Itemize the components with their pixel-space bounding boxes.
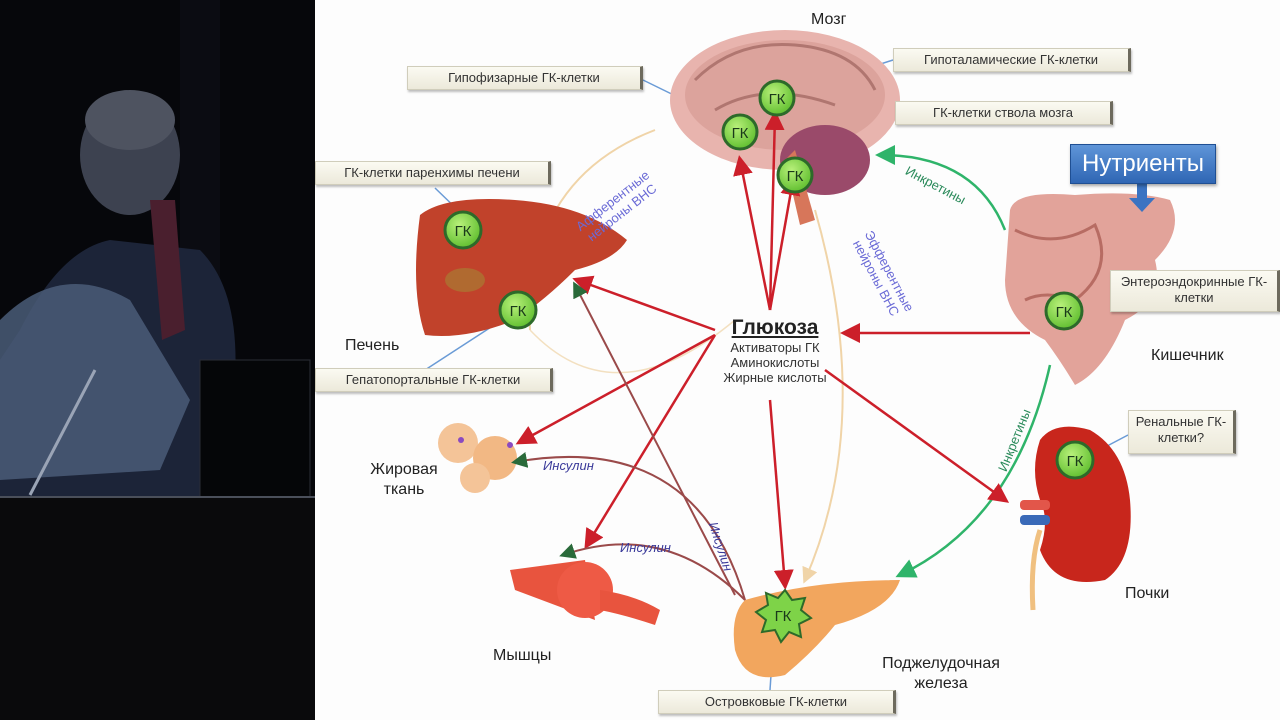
gk-badge-hepatoportal: ГК [498, 290, 538, 330]
gk-badge-text: ГК [1056, 304, 1073, 321]
nutrients-down-arrow [1129, 182, 1155, 212]
glucose-title: Глюкоза [731, 316, 819, 339]
center-line-amino-acids: Аминокислоты [730, 355, 820, 370]
label-adipose: Жировая ткань [370, 461, 438, 498]
efferent-neuron-arc [802, 209, 844, 584]
podium-laptop [199, 359, 311, 511]
slide: ГК ГК ГК ГК ГК ГК ГК ГК Мозг Печень Кише… [315, 0, 1280, 720]
insulin-arrows [511, 281, 746, 601]
gk-badge-text: ГК [769, 91, 786, 108]
gk-badge-pituitary: ГК [721, 113, 759, 151]
nutrients-box: Нутриенты [1070, 144, 1216, 184]
gk-badge-islet: ГК [754, 588, 813, 644]
callout-islet: Островковые ГК-клетки [658, 690, 896, 714]
speaker-scene [0, 0, 315, 720]
gk-badge-text: ГК [455, 223, 472, 240]
gk-badge-text: ГК [1067, 453, 1084, 470]
center-line-gk-activators: Активаторы ГК [730, 340, 820, 355]
label-insulin-muscle: Инсулин [620, 540, 671, 555]
gk-badge-text: ГК [732, 125, 749, 142]
gk-badge-renal: ГК [1055, 440, 1095, 480]
label-kidney: Почки [1125, 585, 1170, 602]
microphone [28, 369, 97, 496]
gk-badge-text: ГК [510, 303, 527, 320]
callout-pituitary: Гипофизарные ГК-клетки [407, 66, 643, 90]
muscle-illustration [510, 560, 660, 625]
brain-illustration [670, 30, 900, 225]
gk-badge-liver-parenchyma: ГК [443, 210, 483, 250]
gk-badge-brainstem: ГК [776, 156, 814, 194]
label-insulin-adipose: Инсулин [543, 458, 594, 473]
adipose-illustration [438, 423, 517, 493]
gk-badge-text: ГК [787, 168, 804, 185]
incretin-arrow-brain [875, 145, 1007, 231]
callout-brainstem: ГК-клетки ствола мозга [895, 101, 1113, 125]
callout-enteroendocrine: Энтероэндокринные ГК-клетки [1110, 270, 1280, 312]
label-pancreas: Поджелудочная железа [882, 655, 1000, 692]
callout-renal: Ренальные ГК-клетки? [1128, 410, 1236, 454]
glucose-center-node: Глюкоза Активаторы ГК Аминокислоты Жирны… [695, 316, 855, 385]
callout-liver-parenchyma: ГК-клетки паренхимы печени [315, 161, 551, 185]
label-brain: Мозг [811, 11, 847, 28]
center-line-fatty-acids: Жирные кислоты [723, 370, 827, 385]
diagram-graphics: ГК ГК ГК ГК ГК ГК ГК ГК [416, 30, 1175, 691]
callout-hepatoportal: Гепатопортальные ГК-клетки [315, 368, 553, 392]
gk-badge-text: ГК [775, 608, 792, 625]
glucose-arrows [515, 110, 1030, 590]
label-intestine: Кишечник [1151, 347, 1224, 364]
gk-badge-hypothalamic: ГК [758, 79, 796, 117]
gk-badge-enteroendocrine: ГК [1044, 291, 1084, 331]
intestine-illustration [1005, 193, 1175, 385]
speaker-video-panel [0, 0, 315, 720]
callout-hypothalamic: Гипоталамические ГК-клетки [893, 48, 1131, 72]
tie [150, 200, 185, 340]
gk-badges: ГК ГК ГК ГК ГК ГК ГК ГК [443, 79, 1095, 644]
label-muscle: Мышцы [493, 647, 552, 664]
podium [0, 497, 315, 720]
incretin-arrow-pancreas [895, 364, 1052, 578]
label-liver: Печень [345, 337, 400, 354]
